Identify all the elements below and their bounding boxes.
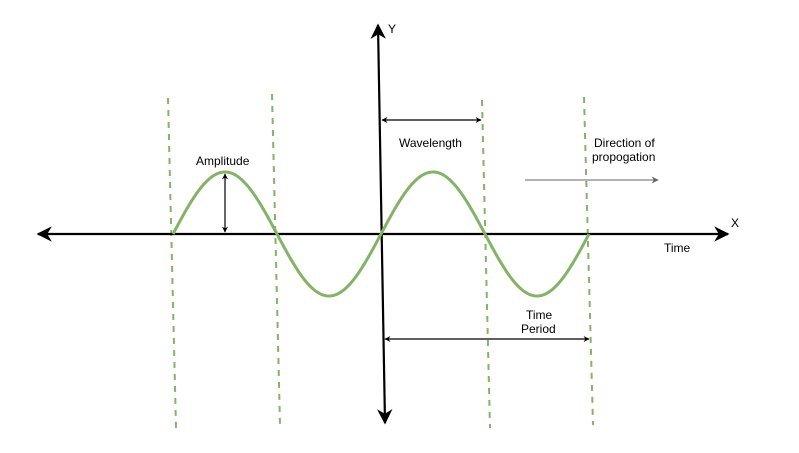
wavelength-label: Wavelength: [399, 136, 462, 150]
direction-label-line2: propogation: [592, 150, 655, 164]
time-period-label-line1: Time: [526, 308, 553, 322]
y-axis-label: Y: [388, 22, 396, 36]
guide-line-4: [583, 96, 594, 426]
guide-line-1: [167, 97, 177, 429]
time-period-label-line2: Period: [521, 322, 556, 336]
y-axis: [370, 23, 393, 425]
guide-line-3: [481, 99, 491, 429]
sine-wave: [171, 170, 591, 298]
x-axis-label: X: [731, 216, 739, 230]
guide-line-2: [271, 93, 281, 426]
amplitude-label: Amplitude: [196, 154, 250, 168]
time-label: Time: [664, 241, 691, 255]
direction-label-line1: Direction of: [594, 136, 655, 150]
